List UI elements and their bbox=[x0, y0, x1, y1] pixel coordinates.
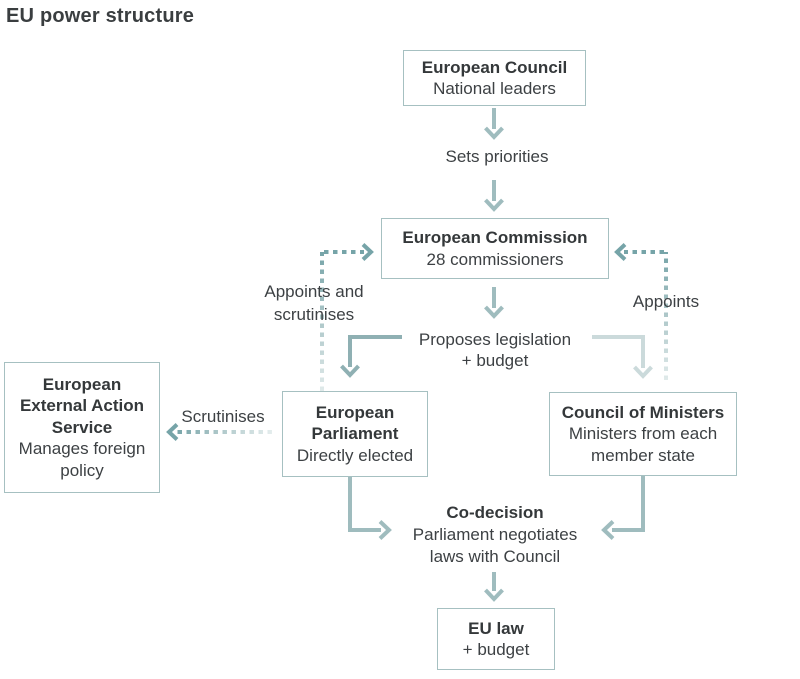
node-title: European Council bbox=[421, 57, 568, 77]
node-subtitle: Ministers from each member state bbox=[568, 424, 718, 465]
arrow-ministers-to-codecision bbox=[601, 476, 645, 540]
label-line: laws with Council bbox=[429, 547, 561, 566]
node-subtitle: 28 commissioners bbox=[426, 249, 564, 269]
arrow-commission-to-proposes bbox=[484, 287, 504, 319]
node-european-external-action-service: European External Action Service Manages… bbox=[4, 362, 160, 493]
label-co-decision: Co-decision Parliament negotiates laws w… bbox=[413, 502, 577, 568]
label-appoints: Appoints bbox=[632, 292, 700, 311]
node-title: European Commission bbox=[402, 228, 588, 247]
page-title: EU power structure bbox=[6, 5, 195, 27]
node-subtitle: Manages foreign policy bbox=[18, 439, 146, 480]
label-appoints-and-scrutinises: Appoints and scrutinises bbox=[264, 280, 363, 326]
arrow-proposes-to-parliament bbox=[340, 335, 402, 378]
node-subtitle: + budget bbox=[462, 640, 530, 659]
arrow-priorities-to-commission bbox=[484, 180, 504, 212]
node-title: Council of Ministers bbox=[561, 402, 725, 422]
node-title: European External Action Service bbox=[19, 374, 145, 437]
label-line: + budget bbox=[461, 351, 529, 370]
node-european-parliament: European Parliament Directly elected bbox=[282, 391, 428, 477]
arrow-parliament-to-codecision bbox=[348, 477, 392, 540]
arrow-proposes-to-ministers bbox=[592, 335, 653, 379]
label-scrutinises: Scrutinises bbox=[181, 407, 265, 426]
node-title: European Parliament bbox=[311, 402, 399, 444]
arrow-ministers-appoints-commission bbox=[614, 243, 668, 380]
label-sets-priorities: Sets priorities bbox=[445, 147, 549, 166]
label-line: Appoints and bbox=[264, 282, 364, 301]
node-subtitle: National leaders bbox=[433, 79, 556, 98]
label-line: Proposes legislation bbox=[418, 330, 572, 349]
node-european-council: European Council National leaders bbox=[403, 50, 586, 106]
node-eu-law: EU law + budget bbox=[437, 608, 555, 670]
label-proposes-legislation: Proposes legislation + budget bbox=[419, 329, 571, 371]
node-title: EU law bbox=[468, 618, 524, 638]
arrow-parliament-appoints-commission bbox=[320, 243, 374, 391]
node-council-of-ministers: Council of Ministers Ministers from each… bbox=[549, 392, 737, 476]
label-co-decision-title: Co-decision bbox=[446, 503, 544, 522]
arrow-codecision-to-eulaw bbox=[484, 572, 504, 602]
node-subtitle: Directly elected bbox=[296, 445, 414, 465]
arrow-council-to-priorities bbox=[484, 108, 504, 140]
label-line: Parliament negotiates bbox=[412, 525, 578, 544]
arrow-parliament-scrutinises-eeas bbox=[166, 423, 272, 441]
label-line: scrutinises bbox=[273, 305, 355, 324]
node-european-commission: European Commission 28 commissioners bbox=[381, 218, 609, 279]
